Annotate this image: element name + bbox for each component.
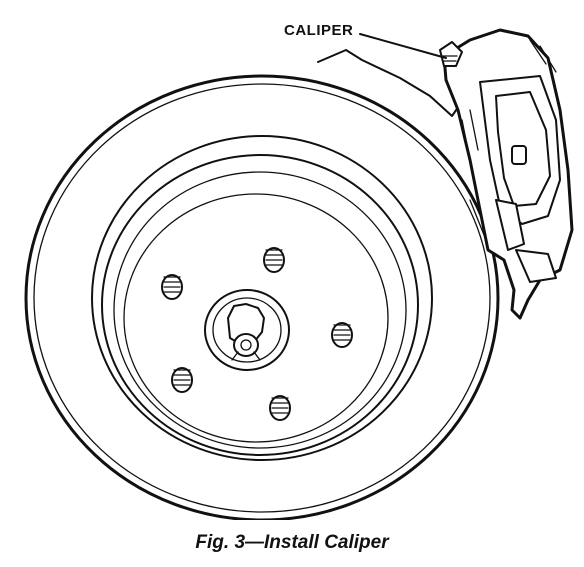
wheel-stud-bottom-left [171,367,193,393]
hub-center [204,289,290,371]
wheel-stud-right [331,322,353,348]
figure-caption: Fig. 3—Install Caliper [195,532,389,553]
brake-rotor-diagram [24,28,574,520]
wheel-studs [161,247,353,421]
wheel-stud-left [161,274,183,300]
caliper [317,28,574,320]
caliper-callout-label: CALIPER [284,22,354,39]
rotor-hat [101,154,419,456]
rotor [24,74,500,520]
wheel-stud-bottom [269,395,291,421]
wheel-stud-top [263,247,285,273]
caliper-leader-line [359,33,447,59]
